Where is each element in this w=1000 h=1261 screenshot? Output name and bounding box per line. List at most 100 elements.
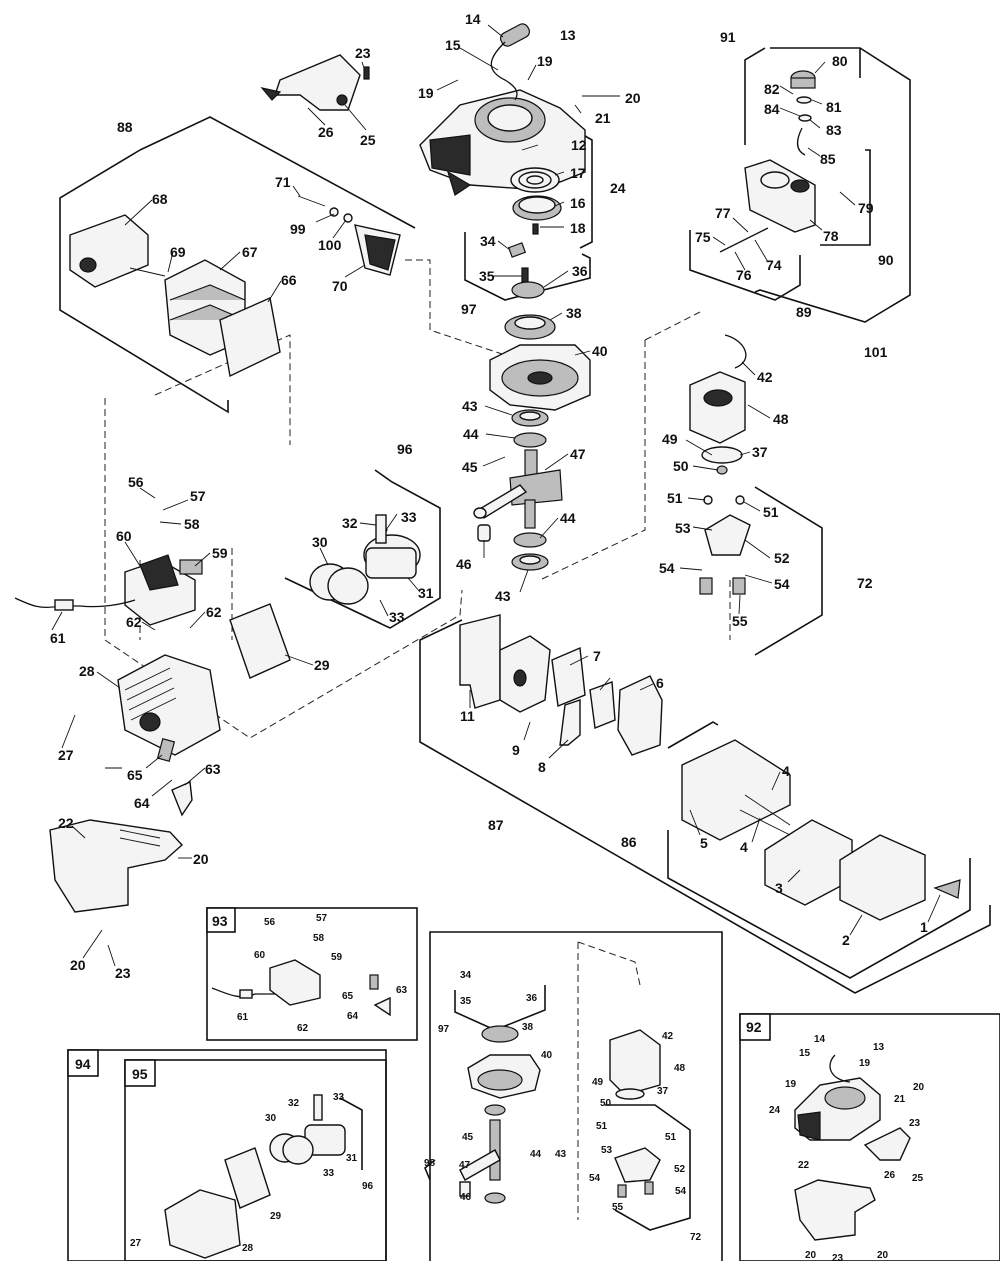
callout-47: 47 xyxy=(570,446,586,462)
callout-5: 5 xyxy=(700,835,708,851)
callout-51: 51 xyxy=(667,490,683,506)
inset92-callout-20: 20 xyxy=(805,1250,817,1261)
callout-86: 86 xyxy=(621,834,637,850)
callout-35: 35 xyxy=(479,268,495,284)
inset93-callout-56: 56 xyxy=(264,917,276,928)
muffler-gasket xyxy=(219,297,281,378)
callout-2: 2 xyxy=(842,932,850,948)
callout-72: 72 xyxy=(857,575,873,591)
group-outline-88 xyxy=(59,149,229,414)
inset93-callout-61: 61 xyxy=(237,1012,249,1023)
muffler-cover xyxy=(69,214,149,288)
inset95-callout-28: 28 xyxy=(242,1243,254,1254)
callout-19: 19 xyxy=(537,53,553,69)
center-callout-72: 72 xyxy=(690,1232,702,1243)
inset92-callout-19: 19 xyxy=(785,1079,797,1090)
callout-3: 3 xyxy=(775,880,783,896)
inset-box-95 xyxy=(124,1059,387,1261)
assembly-line-top xyxy=(405,259,506,356)
callout-67: 67 xyxy=(242,244,258,260)
callout-12: 12 xyxy=(571,137,587,153)
inset92-callout-22: 22 xyxy=(798,1160,810,1171)
callout-52: 52 xyxy=(774,550,790,566)
center-callout-38: 38 xyxy=(522,1022,534,1033)
callout-74: 74 xyxy=(766,257,782,273)
inset95-callout-27: 27 xyxy=(130,1238,142,1249)
callout-85: 85 xyxy=(820,151,836,167)
callout-64: 64 xyxy=(134,795,150,811)
inset95-callout-33: 33 xyxy=(333,1092,345,1103)
callout-51: 51 xyxy=(763,504,779,520)
callout-13: 13 xyxy=(560,27,576,43)
callout-29: 29 xyxy=(314,657,330,673)
callout-18: 18 xyxy=(570,220,586,236)
inset-label-box-92 xyxy=(739,1013,771,1041)
screw-71 xyxy=(297,195,326,207)
assembly-line-ign xyxy=(644,311,701,341)
callout-68: 68 xyxy=(152,191,168,207)
group-outline-90 xyxy=(820,149,871,246)
callout-40: 40 xyxy=(592,343,608,359)
inset95-labels: 32 33 30 31 33 96 29 27 28 xyxy=(130,1092,374,1254)
callout-16: 16 xyxy=(570,195,586,211)
carb-gasket-7b xyxy=(589,681,616,729)
callout-97: 97 xyxy=(461,301,477,317)
center-callout-98: 98 xyxy=(424,1158,436,1169)
callout-26: 26 xyxy=(318,124,334,140)
callout-28: 28 xyxy=(79,663,95,679)
callout-43: 43 xyxy=(495,588,511,604)
callout-20: 20 xyxy=(70,957,86,973)
callout-23: 23 xyxy=(355,45,371,61)
recoil-spring xyxy=(510,167,560,193)
callout-20: 20 xyxy=(625,90,641,106)
callout-54: 54 xyxy=(774,576,790,592)
inset-label-93: 93 xyxy=(212,913,228,929)
callout-9: 9 xyxy=(512,742,520,758)
bearing-upper xyxy=(511,409,549,448)
callout-53: 53 xyxy=(675,520,691,536)
callout-25: 25 xyxy=(360,132,376,148)
callout-4: 4 xyxy=(740,839,748,855)
flywheel-drive xyxy=(504,314,556,340)
callout-22: 22 xyxy=(58,815,74,831)
inset95-callout-30: 30 xyxy=(265,1113,277,1124)
inset92-callout-26: 26 xyxy=(884,1170,896,1181)
group-outline-96 xyxy=(284,469,441,629)
callout-19: 19 xyxy=(418,85,434,101)
group-outline-89 xyxy=(689,230,801,301)
piston xyxy=(309,514,421,605)
callout-80: 80 xyxy=(832,53,848,69)
inset-center-98 xyxy=(424,1159,436,1181)
group-outline-88-top xyxy=(139,116,416,229)
callout-56: 56 xyxy=(128,474,144,490)
assembly-line-muffler xyxy=(154,334,291,445)
callout-31: 31 xyxy=(418,585,434,601)
inset95-callout-96: 96 xyxy=(362,1181,374,1192)
callout-44: 44 xyxy=(463,426,479,442)
callout-90: 90 xyxy=(878,252,894,268)
inset-label-box-95 xyxy=(124,1059,156,1087)
leader-lines xyxy=(51,24,941,967)
inset92-callout-19: 19 xyxy=(859,1058,871,1069)
callout-30: 30 xyxy=(312,534,328,550)
callout-89: 89 xyxy=(796,304,812,320)
inset95-callout-31: 31 xyxy=(346,1153,358,1164)
inset93-coil xyxy=(211,959,391,1017)
callout-79: 79 xyxy=(858,200,874,216)
inset-box-92 xyxy=(739,1013,1000,1261)
group-outline-86-top xyxy=(667,721,719,749)
center-callout-40: 40 xyxy=(541,1050,553,1061)
bearing-lower xyxy=(477,524,549,571)
callout-88: 88 xyxy=(117,119,133,135)
callout-59: 59 xyxy=(212,545,228,561)
inset-center-labels: 34 35 36 97 38 40 45 98 47 44 43 46 42 4… xyxy=(424,970,702,1243)
inset92-callout-13: 13 xyxy=(873,1042,885,1053)
inset93-callout-60: 60 xyxy=(254,950,266,961)
inset92-labels: 14 13 15 19 19 20 21 24 23 26 25 22 20 2… xyxy=(769,1034,925,1261)
callout-83: 83 xyxy=(826,122,842,138)
inset95-callout-32: 32 xyxy=(288,1098,300,1109)
callout-71: 71 xyxy=(275,174,291,190)
crankshaft xyxy=(473,449,563,529)
fuel-tank xyxy=(744,159,816,233)
assembly-line-right xyxy=(539,340,646,581)
